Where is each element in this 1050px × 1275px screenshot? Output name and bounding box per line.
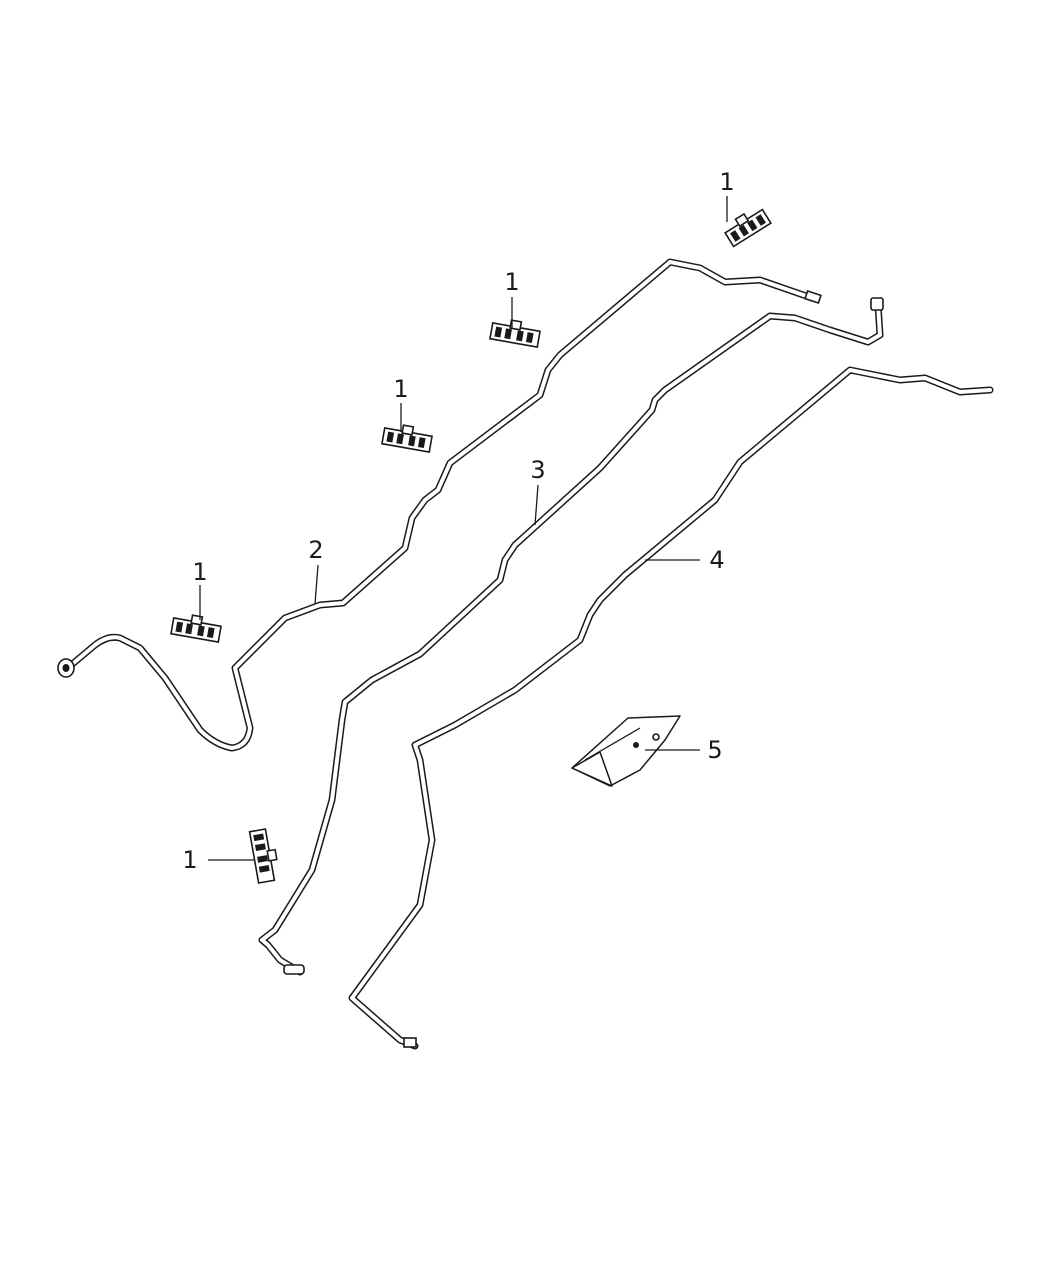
callout-label: 1 <box>504 268 519 296</box>
callout-label: 1 <box>192 558 207 586</box>
callout-label: 3 <box>530 456 545 484</box>
callout-label: 1 <box>393 375 408 403</box>
callout-label: 2 <box>308 536 323 564</box>
fuel-line-2 <box>57 258 822 752</box>
fuel-line-3 <box>258 297 884 976</box>
callout-label: 5 <box>707 736 722 764</box>
callout-label: 4 <box>709 546 724 574</box>
leader-lines <box>199 196 728 861</box>
heat-shield-5 <box>571 715 681 787</box>
clip-middle <box>381 424 433 453</box>
fuel-line-4-end-fitting <box>403 1037 417 1048</box>
callout-label: 1 <box>182 846 197 874</box>
fuel-line-4 <box>348 366 994 1050</box>
callout-label: 1 <box>719 168 734 196</box>
clip-top-right <box>724 208 772 248</box>
fuel-line-3-end-fitting-lower <box>283 964 305 975</box>
clip-left <box>170 614 222 643</box>
clip-bottom-left <box>248 828 278 884</box>
fuel-line-3-end-fitting-upper <box>870 297 884 311</box>
fuel-line-2-end-fitting <box>804 290 822 304</box>
clip-upper-middle <box>489 319 541 348</box>
